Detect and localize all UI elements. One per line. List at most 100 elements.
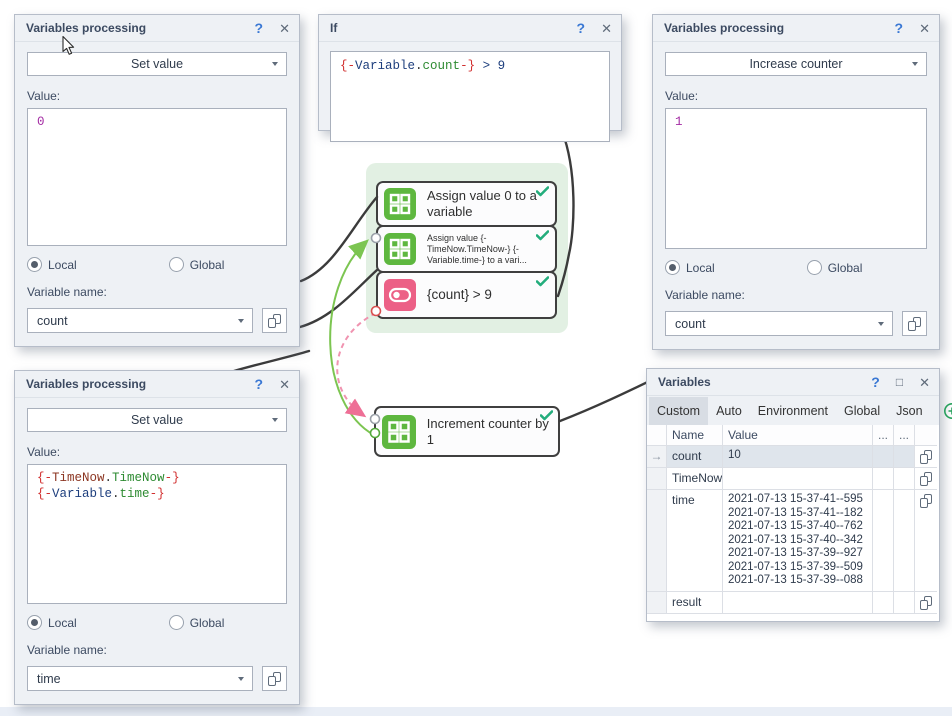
variable-value-cell[interactable] [723,468,873,490]
variable-row-result[interactable]: result [647,591,939,614]
grid-actions-icon [382,414,416,449]
value-textarea[interactable]: {-TimeNow.TimeNow-}{-Variable.time-} [27,464,287,604]
value-label: Value: [27,89,61,103]
chevron-down-icon [272,62,278,66]
panel-titlebar[interactable]: Variables processing ? ✕ [15,15,299,42]
local-radio[interactable]: Local [27,257,77,272]
copy-variable-button[interactable] [920,450,932,464]
panel-titlebar[interactable]: Variables ? □ ✕ [647,369,939,396]
close-button[interactable]: ✕ [601,20,612,36]
panel-titlebar[interactable]: Variables processing ? ✕ [15,371,299,398]
row-gutter [647,490,667,592]
local-label: Local [686,260,715,275]
variable-name-cell[interactable]: count [667,446,723,468]
header-name[interactable]: Name [667,425,723,446]
global-label: Global [189,615,225,630]
action-block-assign-time[interactable]: Assign value {-TimeNow.TimeNow-} {-Varia… [376,225,557,273]
variables-tabs: Custom Auto Environment Global Json [647,396,952,426]
local-radio[interactable]: Local [665,260,715,275]
action-type-select[interactable]: Set value [27,408,287,432]
edge-increment-to-variables [558,375,660,423]
copy-variable-button[interactable] [920,595,932,610]
close-button[interactable]: ✕ [279,376,290,392]
action-block-assign-zero[interactable]: Assign value 0 to a variable [376,181,557,227]
extra-cell[interactable] [873,468,894,490]
tab-custom[interactable]: Custom [649,397,709,425]
global-radio[interactable]: Global [168,615,225,630]
maximize-button[interactable]: □ [895,375,904,389]
header-value[interactable]: Value [723,425,873,446]
copy-variable-button[interactable] [902,311,927,336]
extra-cell[interactable] [894,591,915,614]
add-variable-button[interactable] [943,396,952,425]
close-button[interactable]: ✕ [279,20,290,36]
action-type-select[interactable]: Increase counter [665,52,927,76]
local-radio[interactable]: Local [27,615,77,630]
help-button[interactable]: ? [254,376,264,392]
help-button[interactable]: ? [254,20,264,36]
success-check-icon [536,186,549,197]
chevron-down-icon [912,62,918,66]
row-gutter [647,591,667,614]
copy-variable-button[interactable] [262,666,287,691]
tab-json[interactable]: Json [896,404,923,418]
copy-icon [908,316,921,331]
success-check-icon [540,410,553,421]
help-button[interactable]: ? [894,20,904,36]
tab-environment[interactable]: Environment [757,404,828,418]
header-dots[interactable]: ... [873,425,894,446]
extra-cell[interactable] [873,446,894,468]
row-gutter [647,468,667,490]
close-button[interactable]: ✕ [919,374,930,390]
variable-name-cell[interactable]: TimeNow [667,468,723,490]
close-button[interactable]: ✕ [919,20,930,36]
value-textarea[interactable]: 1 [665,108,927,249]
variable-name-cell[interactable]: result [667,591,723,614]
toggle-condition-icon [384,279,416,311]
chevron-down-icon [238,319,244,323]
variable-value-cell[interactable]: 10 [723,446,873,468]
condition-textarea[interactable]: {-Variable.count-} > 9 [330,51,610,142]
global-radio[interactable]: Global [168,257,224,272]
extra-cell[interactable] [894,446,915,468]
action-type-value: Set value [130,57,184,71]
variable-row-TimeNow[interactable]: TimeNow [647,468,939,490]
global-radio[interactable]: Global [806,260,862,275]
current-row-arrow-icon: → [647,446,667,468]
value-textarea[interactable]: 0 [27,108,287,246]
panel-titlebar[interactable]: Variables processing ? ✕ [653,15,939,42]
tab-global[interactable]: Global [843,404,881,418]
extra-cell[interactable] [894,490,915,592]
copy-variable-button[interactable] [262,308,287,333]
help-button[interactable]: ? [871,374,880,390]
condition-block-count[interactable]: {count} > 9 [376,271,557,319]
header-dots[interactable]: ... [894,425,915,446]
action-block-increment[interactable]: Increment counter by 1 [374,406,560,457]
panel-titlebar[interactable]: If ? ✕ [319,15,621,42]
extra-cell[interactable] [873,591,894,614]
help-button[interactable]: ? [576,20,586,36]
plus-circle-icon [943,402,952,419]
block-label: Increment counter by 1 [426,415,549,447]
copy-variable-button[interactable] [920,494,932,508]
variable-value-cell[interactable] [723,591,873,614]
variable-name-select[interactable]: time [27,666,253,691]
variable-name-select[interactable]: count [665,311,893,336]
extra-cell[interactable] [873,490,894,592]
panel-title: Variables processing [26,21,147,35]
tab-auto[interactable]: Auto [716,404,742,418]
extra-cell[interactable] [894,468,915,490]
copy-variable-button[interactable] [920,472,932,486]
radio-icon [27,257,42,272]
variable-name-cell[interactable]: time [667,490,723,592]
grid-actions-icon [384,188,416,220]
header-gutter [647,425,667,446]
action-type-value: Increase counter [749,57,843,71]
variable-value-cell[interactable]: 2021-07-13 15-37-41--595 2021-07-13 15-3… [723,490,873,592]
action-type-select[interactable]: Set value [27,52,287,76]
variable-name-select[interactable]: count [27,308,253,333]
